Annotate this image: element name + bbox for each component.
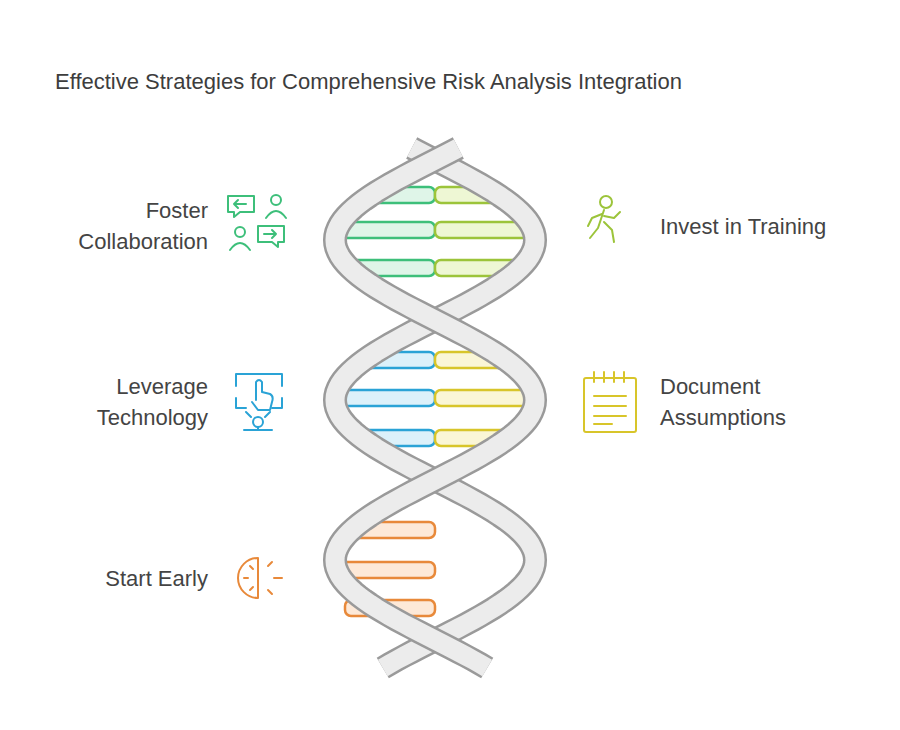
helix-strand [335,148,535,668]
training-icon [588,196,620,242]
strategy-label: Document Assumptions [660,371,860,433]
strategy-label: Invest in Training [660,211,890,242]
strategy-label: Leverage Technology [38,371,208,433]
diagram-title: Effective Strategies for Comprehensive R… [55,68,682,96]
helix-strand [335,148,535,668]
strategy-label: Foster Collaboration [38,195,208,257]
document-icon [584,372,636,432]
start-early-icon [238,558,282,598]
strategy-label: Start Early [38,563,208,594]
helix-strands [335,148,535,668]
helix-strand-outline [335,148,535,668]
helix-strand-outline [335,148,535,668]
helix-rungs [329,187,541,616]
technology-icon [236,374,282,430]
collaboration-icon [228,195,286,250]
